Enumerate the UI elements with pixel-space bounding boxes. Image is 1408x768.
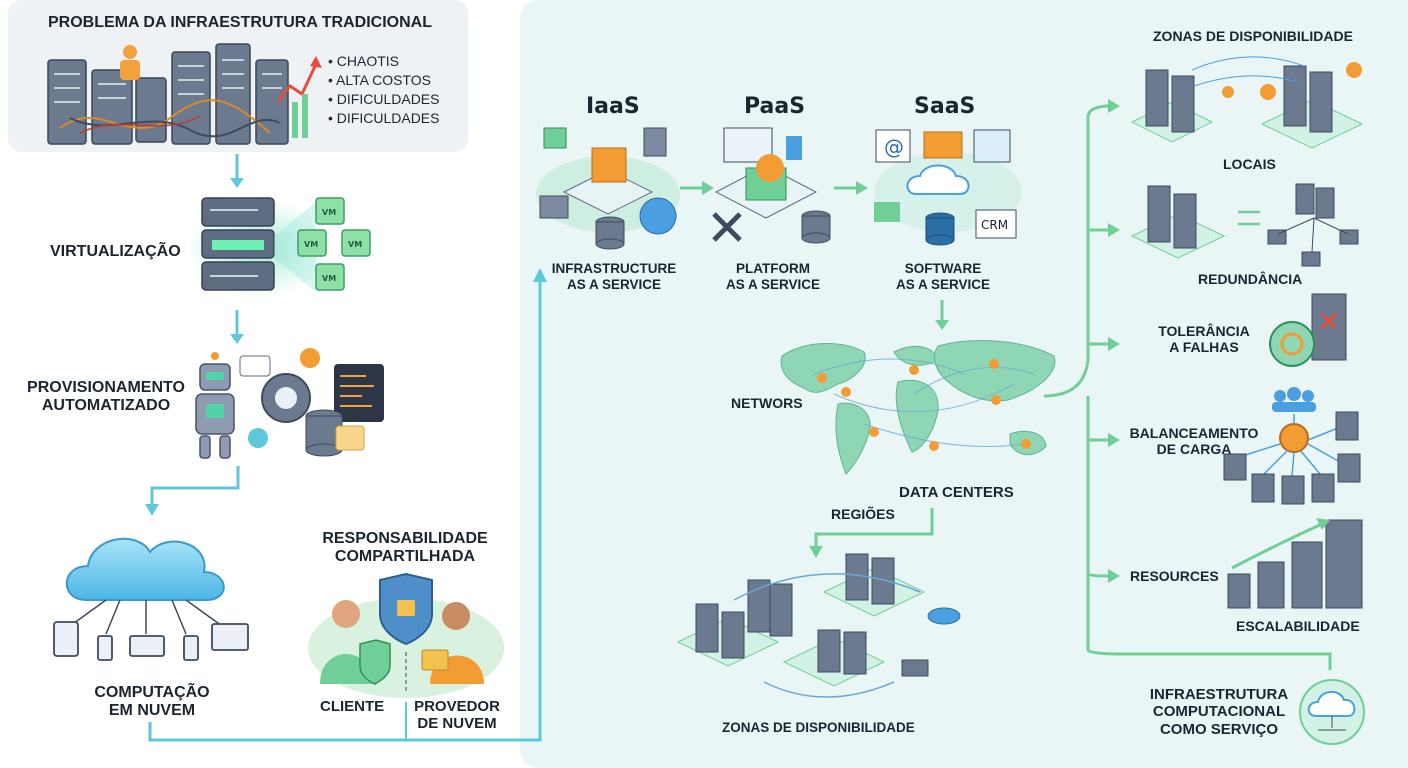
laptop-icon	[129, 635, 165, 657]
arrow-right-icon	[680, 181, 714, 195]
paas-title: PaaS	[744, 94, 806, 119]
mail-icon	[923, 131, 963, 159]
vm-label: VM	[304, 240, 318, 249]
email-icon: @	[884, 135, 904, 159]
shared-responsibility-label: RESPONSABILIDADE COMPARTILHADA	[322, 530, 488, 566]
error-icon	[1320, 312, 1338, 330]
paas-illustration	[712, 127, 831, 244]
automation-robot-illustration	[195, 348, 384, 459]
branch-connector	[1043, 99, 1332, 670]
gear-icon	[300, 348, 320, 368]
arrow-down-icon	[935, 300, 949, 330]
phone-icon	[183, 635, 199, 661]
vm-label: VM	[322, 208, 336, 217]
redundancia-label: REDUNDÂNCIA	[1198, 271, 1303, 287]
client-label: CLIENTE	[320, 698, 385, 715]
arrow-down-icon	[230, 154, 244, 188]
regions-label: REGIÕES	[831, 506, 895, 522]
saas-illustration: @ CRM	[874, 129, 1022, 246]
support-icon	[973, 129, 1011, 163]
problem-bullets: CHAOTIS ALTA COSTOS DIFICULDADES DIFICUL…	[328, 52, 439, 128]
problem-bullet: CHAOTIS	[328, 52, 439, 71]
traditional-servers-illustration	[47, 43, 322, 145]
problem-bullet: DIFICULDADES	[328, 90, 440, 109]
data-centers-label: DATA CENTERS	[899, 484, 1014, 501]
availability-zones-illustration	[676, 553, 961, 698]
location-pin-icon	[1222, 62, 1362, 100]
zones-title: ZONAS DE DISPONIBILIDADE	[1153, 28, 1353, 44]
client-avatar	[332, 600, 360, 628]
zones-bottom-label: ZONAS DE DISPONIBILIDADE	[722, 720, 915, 735]
saas-title: SaaS	[914, 94, 976, 119]
cloud-network-icon	[1299, 679, 1365, 745]
crm-icon: CRM	[981, 218, 1008, 232]
phone-icon	[97, 635, 113, 661]
iaas-summary-label: INFRAESTRUTURA COMPUTACIONAL COMO SERVIÇ…	[1149, 686, 1289, 738]
scalability-illustration	[1227, 518, 1363, 609]
zones-locais-illustration	[1130, 56, 1364, 149]
lock-icon	[421, 649, 449, 671]
arrow-right-icon	[834, 181, 868, 195]
gear-icon	[248, 428, 268, 448]
vm-label: VM	[322, 274, 336, 283]
problem-bullet: ALTA COSTOS	[328, 71, 439, 90]
cloud-computing-illustration	[53, 537, 249, 661]
refresh-icon	[1269, 321, 1315, 367]
database-icon	[927, 607, 961, 625]
load-balancing-illustration	[1223, 387, 1361, 505]
shared-responsibility-illustration	[308, 572, 504, 698]
resources-label: RESOURCES	[1130, 568, 1219, 584]
iaas-title: IaaS	[586, 94, 640, 119]
shield-icon	[359, 639, 391, 685]
networks-label: NETWORS	[731, 395, 803, 411]
gear-icon	[261, 373, 311, 423]
virtualization-label: VIRTUALIZAÇÃO	[50, 243, 181, 260]
fault-tolerance-illustration	[1269, 293, 1347, 367]
chat-icon	[874, 202, 900, 222]
iaas-illustration	[536, 127, 680, 250]
cloud-icon	[906, 164, 970, 195]
cloud-computing-label: COMPUTAÇÃO EM NUVEM	[94, 684, 210, 720]
globe-icon	[639, 197, 677, 235]
provider-avatar	[442, 602, 470, 630]
flow-arrow	[145, 466, 240, 516]
redundancy-illustration	[1130, 183, 1359, 267]
virtualization-illustration: VM VM VM VM	[188, 197, 371, 298]
problem-title: PROBLEMA DA INFRAESTRUTURA TRADICIONAL	[48, 14, 432, 31]
cloud-icon	[65, 537, 225, 601]
tablet-icon	[53, 621, 79, 657]
gear-icon	[756, 154, 784, 182]
bottom-connector	[148, 268, 547, 742]
provisioning-label: PROVISIONAMENTO AUTOMATIZADO	[27, 379, 185, 415]
world-map	[780, 340, 1056, 475]
problem-bullet: DIFICULDADES	[328, 109, 440, 128]
flow-arrow	[809, 508, 934, 558]
users-icon	[1272, 387, 1316, 412]
lock-icon	[397, 600, 415, 616]
escalabilidade-label: ESCALABILIDADE	[1236, 618, 1360, 634]
locais-label: LOCAIS	[1223, 156, 1276, 172]
provider-label: PROVEDOR DE NUVEM	[414, 698, 500, 733]
vm-label: VM	[348, 240, 362, 249]
laptop-icon	[211, 623, 249, 651]
tools-icon	[712, 212, 742, 242]
cpu-icon	[591, 147, 627, 183]
arrow-down-icon	[230, 310, 244, 344]
location-pin-icon	[817, 359, 1031, 451]
